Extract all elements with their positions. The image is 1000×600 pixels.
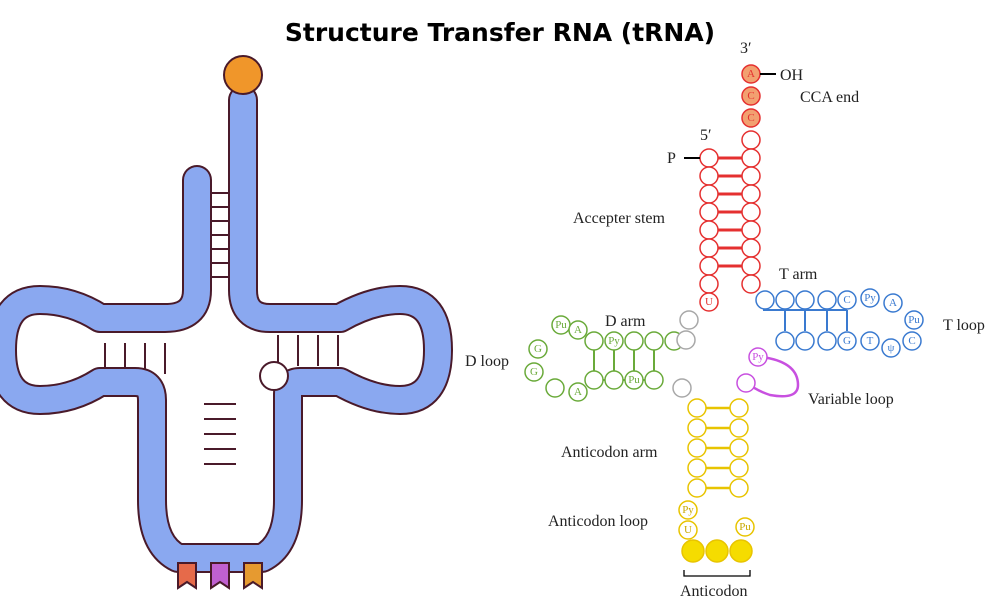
nucleotide-label: Pu bbox=[739, 521, 751, 533]
t-loop-label: T loop bbox=[943, 317, 985, 334]
nucleotide-label: U bbox=[684, 524, 692, 536]
variable-loop-label: Variable loop bbox=[808, 391, 894, 408]
trna-cartoon bbox=[0, 55, 453, 590]
base-peg-icon bbox=[243, 562, 263, 590]
accepter-stem-label: Accepter stem bbox=[573, 210, 666, 227]
cca-end-label: CCA end bbox=[800, 89, 859, 106]
p-label: P bbox=[667, 150, 676, 167]
base-peg-icon bbox=[210, 562, 230, 590]
nucleotide-label: C bbox=[747, 112, 754, 124]
trna-cloverleaf: A C C U C Py A Pu C ψ T G bbox=[465, 40, 985, 600]
anticodon-arm bbox=[678, 398, 755, 540]
anticodon-arm-label: Anticodon arm bbox=[561, 444, 658, 461]
t-arm-labels: C Py A Pu C ψ T G bbox=[843, 292, 920, 354]
d-loop-label: D loop bbox=[465, 353, 509, 370]
nucleotide-label: U bbox=[705, 296, 713, 308]
base-peg-icon bbox=[177, 562, 197, 590]
oh-label: OH bbox=[780, 67, 804, 84]
variable-loop: Py bbox=[736, 347, 800, 398]
nucleotide-label: G bbox=[530, 366, 538, 378]
amino-acid-head-icon bbox=[223, 55, 263, 95]
nucleotide-label: G bbox=[534, 343, 542, 355]
nucleotide-label: A bbox=[574, 386, 582, 398]
nucleotide-label: Py bbox=[608, 335, 620, 347]
trna-backbone bbox=[0, 85, 453, 573]
d-arm bbox=[524, 315, 684, 402]
t-arm-rungs bbox=[277, 335, 339, 366]
acceptor-stem bbox=[699, 130, 761, 312]
anticodon-nucleotides bbox=[681, 539, 753, 563]
anticodon-arm-rungs bbox=[204, 403, 236, 465]
nucleotide-label: ψ bbox=[888, 342, 895, 354]
nucleotide-label: Pu bbox=[908, 314, 920, 326]
nucleotide-label: T bbox=[867, 335, 874, 347]
nucleotide-label: A bbox=[747, 68, 755, 80]
connector-nucleotides bbox=[672, 310, 699, 398]
nucleotide-label: Py bbox=[864, 292, 876, 304]
anticodon-loop-label: Anticodon loop bbox=[548, 513, 648, 530]
d-arm-label: D arm bbox=[605, 313, 646, 330]
d-arm-labels: Pu A G G A Py Pu bbox=[530, 319, 640, 398]
nucleotide-label: A bbox=[574, 324, 582, 336]
nucleotide-label: G bbox=[843, 335, 851, 347]
t-arm bbox=[755, 288, 924, 358]
nucleotide-label: Py bbox=[682, 504, 694, 516]
anticodon-label: Anticodon bbox=[680, 583, 748, 600]
t-arm-label: T arm bbox=[779, 266, 818, 283]
nucleotide-label: Pu bbox=[628, 374, 640, 386]
anticodon-bracket bbox=[683, 570, 751, 577]
nucleotide-label: Py bbox=[752, 351, 764, 363]
cca-end-nucleotides: A C C bbox=[741, 64, 761, 128]
nucleotide-label: C bbox=[908, 335, 915, 347]
anticodon-bases bbox=[177, 562, 263, 590]
cloverleaf-labels: 3′ OH CCA end 5′ P Accepter stem T arm T… bbox=[465, 40, 985, 600]
five-prime-label: 5′ bbox=[700, 127, 712, 144]
nucleotide-label: C bbox=[747, 90, 754, 102]
nucleotide-label: C bbox=[843, 294, 850, 306]
three-prime-label: 3′ bbox=[740, 40, 752, 57]
nucleotide-label: A bbox=[889, 297, 897, 309]
diagram-title: Structure Transfer RNA (tRNA) bbox=[284, 18, 716, 47]
nucleotide-label: Pu bbox=[555, 319, 567, 331]
